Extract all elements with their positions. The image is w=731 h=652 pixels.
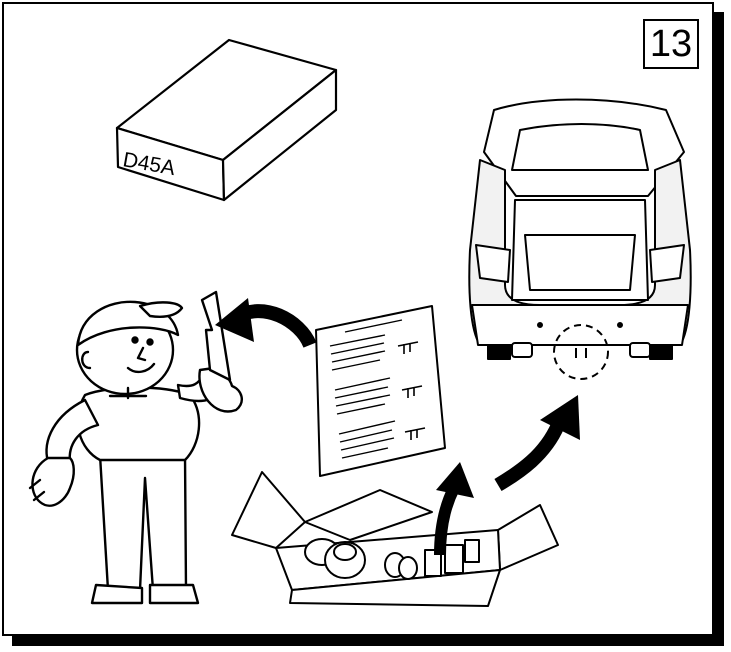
instruction-sheet-icon: [316, 306, 445, 476]
arrow-icon: [215, 298, 310, 345]
person-icon: [30, 292, 242, 603]
parts-box-icon: D45A: [117, 40, 336, 200]
open-kit-box-icon: [232, 472, 558, 606]
car-rear-icon: [469, 100, 690, 360]
arrow-icon: [498, 395, 580, 485]
step-number: 13: [643, 19, 699, 69]
